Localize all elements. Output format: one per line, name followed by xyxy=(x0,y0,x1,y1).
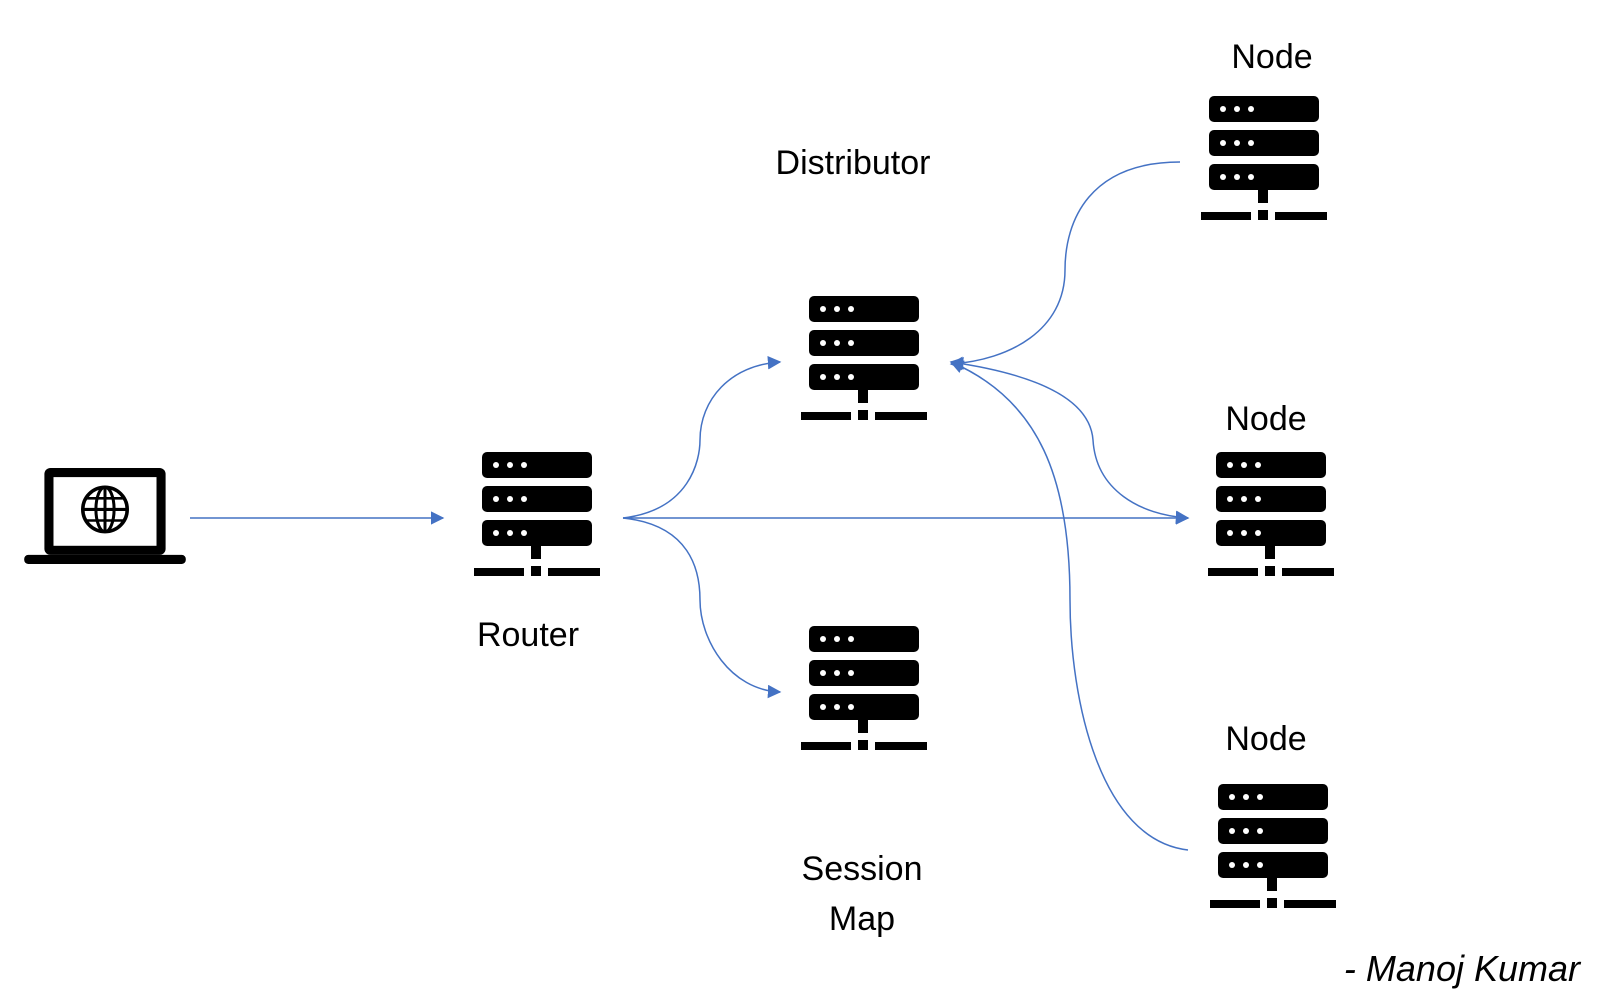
node-bottom-label: Node xyxy=(1225,720,1307,758)
router-label: Router xyxy=(476,616,580,654)
node-top-label: Node xyxy=(1231,38,1313,76)
session-map-label-line2: Map xyxy=(828,900,896,938)
laptop-globe-icon xyxy=(24,466,186,566)
connector-node-bottom-to-distributor xyxy=(949,360,1189,851)
distributor-label: Distributor xyxy=(775,144,931,182)
author-signature: - Manoj Kumar xyxy=(1343,948,1580,989)
distributor-server-icon xyxy=(801,296,927,420)
session-map-server-icon xyxy=(801,626,927,750)
session-map-label-line1: Session xyxy=(801,850,923,888)
connectors xyxy=(190,161,1190,851)
node-top-server-icon xyxy=(1201,96,1327,220)
node-middle-server-icon xyxy=(1208,452,1334,576)
connector-distributor-to-node-middle xyxy=(949,357,1190,524)
router-server-icon xyxy=(474,452,600,576)
connector-router-to-session-map xyxy=(622,517,782,699)
node-middle-label: Node xyxy=(1225,400,1307,438)
connector-router-to-distributor xyxy=(622,355,782,519)
connector-node-top-to-distributor xyxy=(949,161,1181,370)
node-bottom-server-icon xyxy=(1210,784,1336,908)
